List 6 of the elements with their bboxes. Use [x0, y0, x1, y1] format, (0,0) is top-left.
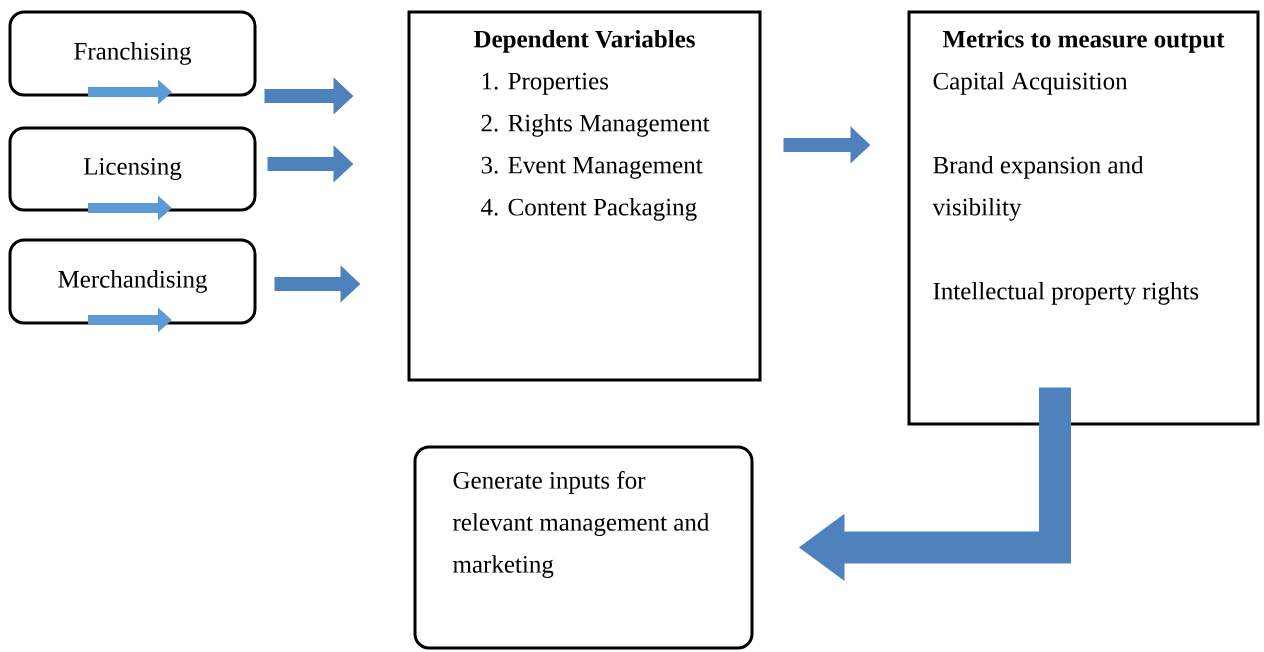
text-box: Dependent Variables 1. Properties 2. Rights Management 3. Event Management 4. Content Packaging [407, 10, 762, 382]
text-box: Metrics to measure output Capital Acquisition Brand expansion and visibility Intellectual property rights [907, 10, 1260, 426]
rounded-box: Merchandising [8, 238, 257, 325]
rounded-box: Licensing [8, 126, 257, 212]
rounded-box: Franchising [8, 10, 257, 97]
rounded-box: Generate inputs for relevant management and marketing [413, 445, 754, 650]
